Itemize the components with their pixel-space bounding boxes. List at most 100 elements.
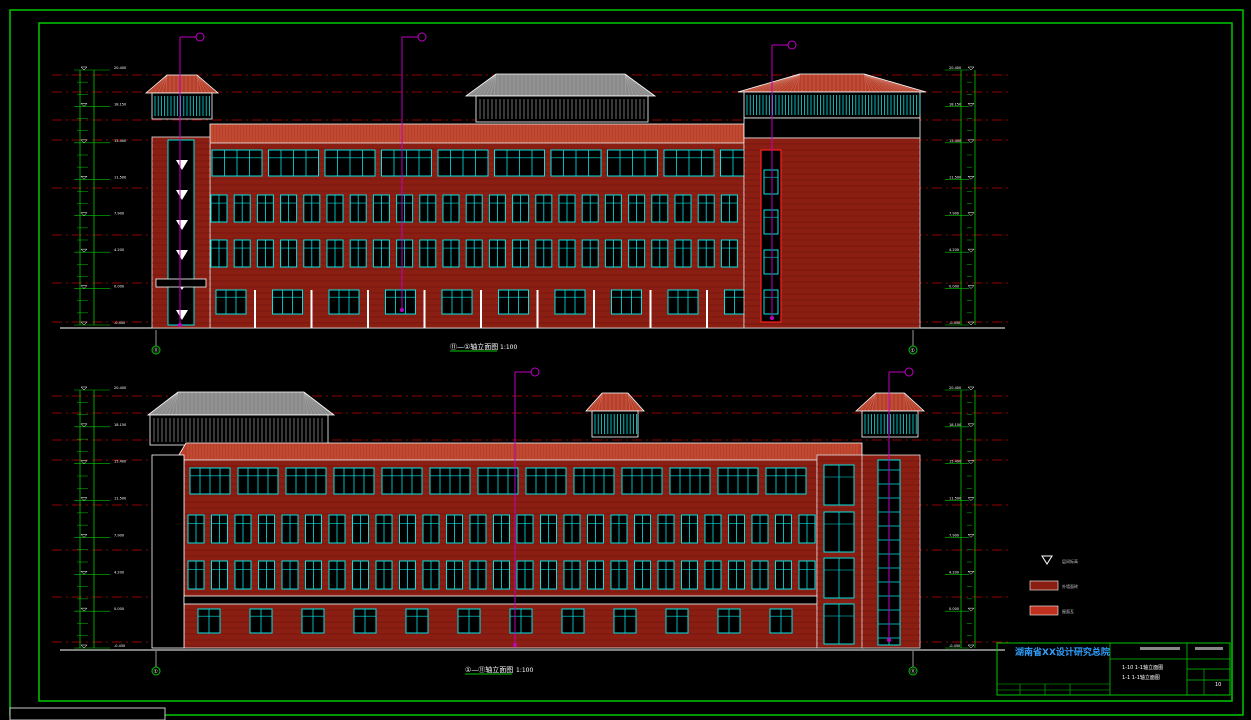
roof-tile-line <box>793 73 800 93</box>
elevation-triangle-icon <box>80 423 88 428</box>
caption-top-title: ⑪—①轴立面图 <box>450 342 498 351</box>
roof-tile-line <box>485 73 497 97</box>
roof-tile-line <box>171 391 179 416</box>
title-block: 湖南省XX设计研究总院 1-10 1-1轴立面图 1-1 1-1轴立面图 10 <box>996 642 1231 696</box>
elevation-triangle-icon <box>967 644 975 649</box>
roof-tile-line <box>864 73 899 93</box>
title-block-sheet-no: 10 <box>1215 682 1221 688</box>
roof-tile-line <box>624 73 631 97</box>
elevation-triangle-icon <box>80 644 88 649</box>
window-ground-floor <box>611 289 642 315</box>
roof-tile-line <box>624 73 643 97</box>
roof-tile-line <box>785 73 800 93</box>
roof-tile-line <box>864 73 915 93</box>
pilaster <box>593 290 595 328</box>
elevation-label: 7.900 <box>114 212 124 216</box>
roof-tile-line <box>864 73 923 93</box>
roof-tile-line <box>196 74 211 94</box>
elevation-label: 20.400 <box>949 66 961 70</box>
elevation-triangle-icon <box>80 534 88 538</box>
elevation-label: 15.400 <box>949 460 961 464</box>
roof-tile-line <box>469 73 497 97</box>
elevation-triangle-icon <box>967 212 975 217</box>
elevation-triangle-icon <box>967 460 975 465</box>
elevation-triangle-icon <box>80 248 88 253</box>
roof-tile-line <box>303 391 325 416</box>
axis-bubble <box>908 666 918 676</box>
elevation-label: 7.900 <box>114 533 124 537</box>
left-pavilion-drum <box>151 92 213 120</box>
elevation-triangle-icon <box>80 103 88 107</box>
roof-tile-line <box>797 73 800 93</box>
legend: 层间标高 外墙面砖 屋面瓦 <box>1029 555 1078 616</box>
title-block-institute: 湖南省XX设计研究总院 <box>1015 646 1110 658</box>
elevation-view-top: 20.40018.15015.40011.5007.9004.2000.000-… <box>52 32 1010 355</box>
elevation-triangle-icon <box>967 534 975 538</box>
roof-tile-line <box>303 391 333 416</box>
roof-tile-line <box>157 74 168 94</box>
entrance-canopy <box>155 278 207 288</box>
elevation-triangle-icon <box>80 497 88 501</box>
roof-tile-line <box>303 391 309 416</box>
elevation-label: 15.400 <box>114 460 126 464</box>
middle-pavilion-drum <box>591 410 639 438</box>
elevation-label: 7.900 <box>949 212 959 216</box>
window-stair <box>763 289 779 315</box>
roof-tile-line <box>904 392 913 412</box>
roof-tile-line <box>151 391 179 416</box>
window-stair <box>763 209 779 235</box>
elevation-label: 7.900 <box>949 533 959 537</box>
elevation-label: -0.450 <box>114 321 125 325</box>
axis-label: ⑪ <box>911 668 916 675</box>
roof-tile-line <box>781 73 800 93</box>
elevation-label: 11.500 <box>114 175 126 179</box>
roof-tile-line <box>303 391 317 416</box>
window-stair <box>763 169 779 195</box>
roof-tile-line <box>627 392 639 412</box>
elevation-view-bottom: 20.40018.15015.40011.5007.9004.2000.000-… <box>52 367 1010 676</box>
roof-tile-line <box>167 391 179 416</box>
stair-arrow-icon <box>176 310 188 320</box>
roof-tile-line <box>864 73 895 93</box>
leader-dot <box>400 308 404 312</box>
stair-arrow-icon <box>176 190 188 200</box>
roof-tile-line <box>624 73 635 97</box>
elevation-triangle-icon <box>967 103 975 107</box>
roof-tile-line <box>627 392 635 412</box>
roof-tile-line <box>864 73 871 93</box>
elevation-triangle-icon <box>967 248 975 253</box>
stair-arrow-icon <box>176 250 188 260</box>
roof-tile-line <box>757 73 800 93</box>
roof-tile-line <box>159 391 179 416</box>
roof-tile-line <box>773 73 800 93</box>
pilaster <box>649 290 652 328</box>
elevation-label: 18.150 <box>949 423 961 427</box>
left-clerestory <box>149 414 329 446</box>
title-block-line-2: 1-1 1-1轴立面图 <box>1122 674 1160 681</box>
roof-tile-line <box>864 73 907 93</box>
roof-tile-line <box>627 392 631 412</box>
roof-tile-line <box>864 73 879 93</box>
leader-dot <box>178 323 182 327</box>
roof-tile-line <box>864 73 887 93</box>
pilaster <box>706 290 708 328</box>
title-block-line-1: 1-10 1-1轴立面图 <box>1122 664 1163 671</box>
elevation-label: 11.500 <box>949 497 961 501</box>
pilaster <box>480 290 482 328</box>
command-line-box[interactable] <box>9 707 166 720</box>
roof-tile-line <box>155 391 179 416</box>
elevation-label: 0.000 <box>114 285 124 289</box>
roof-tile-line <box>303 391 329 416</box>
elevation-triangle-icon <box>80 212 88 217</box>
roof-tile-line <box>493 73 497 97</box>
elevation-triangle-icon <box>80 321 88 326</box>
elevation-triangle-icon <box>967 176 975 180</box>
legend-item-roof: 屋面瓦 <box>1029 605 1074 616</box>
elevation-triangle-icon <box>80 386 88 391</box>
left-side-return <box>151 454 185 649</box>
roof-tile-line <box>864 73 891 93</box>
legend-label-brick: 外墙面砖 <box>1062 583 1078 589</box>
window-ground-floor <box>554 289 586 315</box>
elevation-label: 0.000 <box>114 607 124 611</box>
